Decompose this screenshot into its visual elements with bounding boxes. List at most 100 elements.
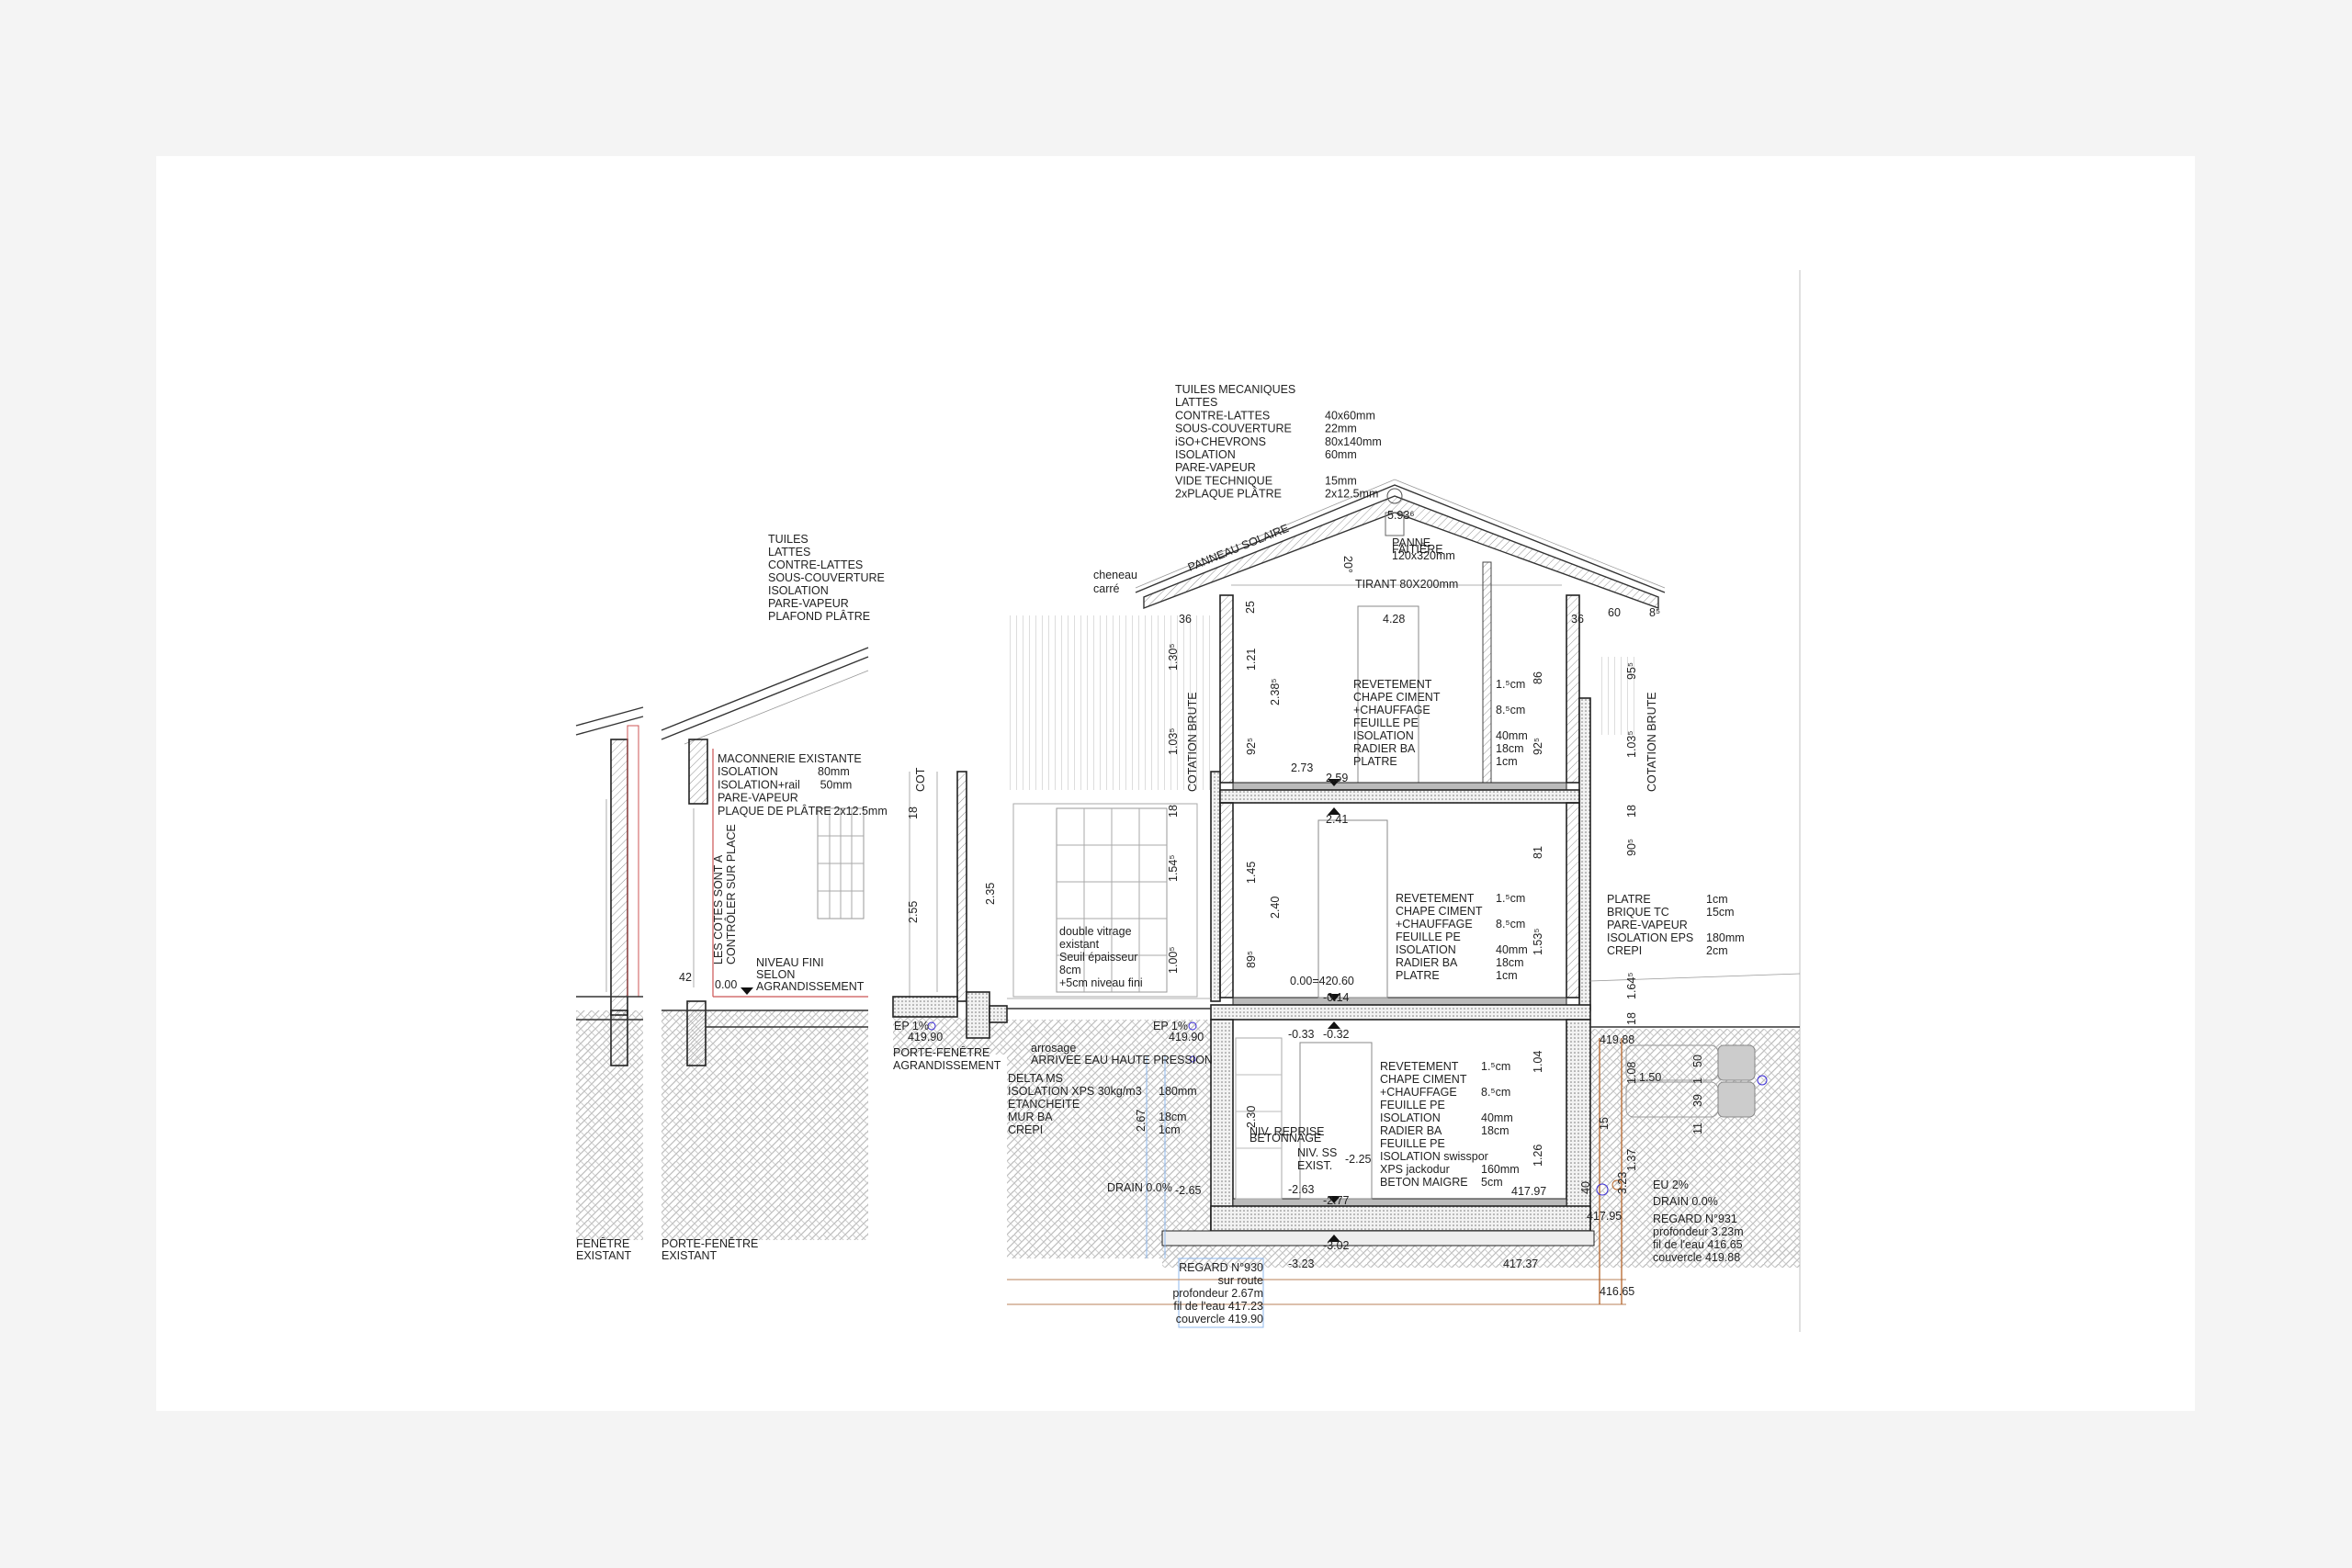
basement-floor-layer-value: 18cm xyxy=(1481,1124,1510,1137)
niv-reprise-label: BETONNAGE xyxy=(1250,1132,1321,1145)
annex-wall-layer-name: ISOLATION xyxy=(718,765,778,778)
ground-floor-layer-name: ISOLATION xyxy=(1396,943,1456,956)
dimension-d145: 1.45 xyxy=(1245,862,1258,884)
level-l259: 2.59 xyxy=(1326,772,1348,784)
wall-layer-name: PLATRE xyxy=(1607,893,1651,906)
dimension-r104: 1.04 xyxy=(1532,1051,1544,1073)
level-l277: -2.77 xyxy=(1323,1194,1350,1207)
dimension-x1035: 1.03⁵ xyxy=(1625,730,1638,758)
tirant-label: TIRANT 80X200mm xyxy=(1355,578,1458,591)
arrosage-label: arrosage xyxy=(1031,1042,1076,1055)
drain-right-label: DRAIN 0.0% xyxy=(1653,1195,1718,1208)
cotes-note: LES COTES SONT A xyxy=(712,854,725,964)
ground-floor-layer-name: +CHAUFFAGE xyxy=(1396,918,1473,931)
roof-layer-value: 80x140mm xyxy=(1325,435,1382,448)
dimension-l1305: 1.30⁵ xyxy=(1167,643,1180,671)
level-l41797: 417.97 xyxy=(1511,1185,1546,1198)
drain-spacing: 40 xyxy=(1579,1181,1592,1194)
ground-floor-layer-name: REVETEMENT xyxy=(1396,892,1475,905)
regard-931-text: fil de l'eau 416.65 xyxy=(1653,1238,1743,1251)
roof-layer-value: 15mm xyxy=(1325,474,1357,487)
annex-wall-layer-name: PLAQUE DE PLÂTRE xyxy=(718,804,831,818)
attic-floor-layer-name: +CHAUFFAGE xyxy=(1353,704,1430,716)
existing-facade xyxy=(1008,615,1635,998)
attic-floor-layer-value: 1cm xyxy=(1496,755,1518,768)
wall-layer-name: ISOLATION EPS xyxy=(1607,931,1693,944)
regard-930-text: couvercle 419.90 xyxy=(1176,1313,1263,1325)
roof-layer-value: 60mm xyxy=(1325,448,1357,461)
wall-layer-value: 180mm xyxy=(1706,931,1745,944)
basement-floor-layer-value: 40mm xyxy=(1481,1111,1513,1124)
porte-fenetre-existant-label: EXISTANT xyxy=(662,1249,718,1262)
basement-floor-layer-name: CHAPE CIMENT xyxy=(1380,1073,1467,1086)
level-419-88: 419.88 xyxy=(1600,1033,1634,1046)
basement-floor-layer-name: FEUILLE PE xyxy=(1380,1099,1445,1111)
dimension-x18b: 18 xyxy=(1625,1012,1638,1025)
basement-wall-layer-name: CREPI xyxy=(1008,1123,1043,1136)
window-note: Seuil épaisseur xyxy=(1059,951,1137,964)
wall-layer-name: CREPI xyxy=(1607,944,1642,957)
level-l241: 2.41 xyxy=(1326,813,1348,826)
level-roof_pitch: 20° xyxy=(1341,556,1354,573)
dimension-d121: 1.21 xyxy=(1245,649,1258,671)
fenetre-existant-label: FENÊTRE xyxy=(576,1236,629,1250)
basement-floor-layer-value: 160mm xyxy=(1481,1163,1520,1176)
dimension-gutter: 8⁵ xyxy=(1649,606,1660,619)
roof-layer-name: LATTES xyxy=(1175,396,1217,409)
dimension-eave_left: 36 xyxy=(1179,613,1192,626)
basement-floor-layer-name: ISOLATION swisspor xyxy=(1380,1150,1488,1163)
annex-roof-layer-name: PARE-VAPEUR xyxy=(768,597,849,610)
basement-wall-layer-name: MUR BA xyxy=(1008,1111,1053,1123)
ground-floor-layer-value: 8.⁵cm xyxy=(1496,918,1525,931)
roof-layer-name: CONTRE-LATTES xyxy=(1175,409,1270,422)
dimension-x1645: 1.64⁵ xyxy=(1625,972,1638,999)
dimension-x18: 18 xyxy=(1625,805,1638,818)
attic-floor-layer-name: CHAPE CIMENT xyxy=(1353,691,1441,704)
basement-floor-layer-name: ISOLATION xyxy=(1380,1111,1441,1124)
level-l033: -0.33 xyxy=(1288,1028,1315,1041)
basement-wall-layer-value: 1cm xyxy=(1159,1123,1181,1136)
dimension-s1: 1 xyxy=(1691,1077,1704,1084)
window-note: double vitrage xyxy=(1059,925,1132,938)
level-l273: 2.73 xyxy=(1291,761,1313,774)
dimension-a255: 2.55 xyxy=(907,901,920,923)
regard-930-text: sur route xyxy=(1218,1274,1263,1287)
window-note: existant xyxy=(1059,938,1100,951)
regard-930-text: profondeur 2.67m xyxy=(1172,1287,1263,1300)
ep-mid-level: 419.90 xyxy=(1169,1031,1204,1043)
annex-wall-layer-name: PARE-VAPEUR xyxy=(718,792,798,805)
dimension-l1035: 1.03⁵ xyxy=(1167,728,1180,755)
level-l000: 0.00=420.60 xyxy=(1290,975,1354,987)
roof-layer-name: TUILES MECANIQUES xyxy=(1175,383,1295,396)
level-l263: -2.63 xyxy=(1288,1183,1315,1196)
niveau-fini-label: NIVEAU FINI xyxy=(756,956,824,969)
main-structure xyxy=(1007,594,1801,1247)
dimension-d240: 2.40 xyxy=(1269,897,1282,919)
panne-faitiere-label: 120x320mm xyxy=(1392,549,1455,562)
annex-roof-layer-name: SOUS-COUVERTURE xyxy=(768,571,885,584)
arrivee-eau-label: ARRIVEE EAU HAUTE PRESSION xyxy=(1031,1054,1213,1066)
roof-layer-name: SOUS-COUVERTURE xyxy=(1175,423,1292,435)
attic-floor-layer-value: 40mm xyxy=(1496,729,1528,742)
attic-floor-layer-name: REVETEMENT xyxy=(1353,678,1432,691)
dimension-x15: 15 xyxy=(1598,1117,1611,1130)
wall-layer-value: 1cm xyxy=(1706,893,1728,906)
dimension-d230: 2.30 xyxy=(1245,1106,1258,1128)
dimension-d25: 25 xyxy=(1244,601,1257,614)
level-l41737: 417.37 xyxy=(1503,1258,1538,1270)
fenetre-existant-label: EXISTANT xyxy=(576,1249,632,1262)
basement-floor-layer-value: 5cm xyxy=(1481,1176,1503,1189)
eu-right-label: EU 2% xyxy=(1653,1179,1689,1191)
dimension-eave_right: 36 xyxy=(1571,613,1584,626)
dimension-a42: 42 xyxy=(679,971,692,984)
level-attic_width: 4.28 xyxy=(1383,613,1405,626)
dimension-x905: 90⁵ xyxy=(1625,839,1638,856)
level-416-65: 416.65 xyxy=(1600,1285,1634,1298)
annex-roof-layer-name: CONTRE-LATTES xyxy=(768,558,863,571)
regard-930-text: REGARD N°930 xyxy=(1179,1261,1263,1274)
cotes-note: CONTRÔLER SUR PLACE xyxy=(724,824,738,964)
dimension-overhang: 60 xyxy=(1608,606,1621,619)
ground-floor-layer-name: RADIER BA xyxy=(1396,956,1458,969)
attic-floor-layer-value: 18cm xyxy=(1496,742,1524,755)
ep-mid-label: EP 1% xyxy=(1153,1020,1188,1032)
